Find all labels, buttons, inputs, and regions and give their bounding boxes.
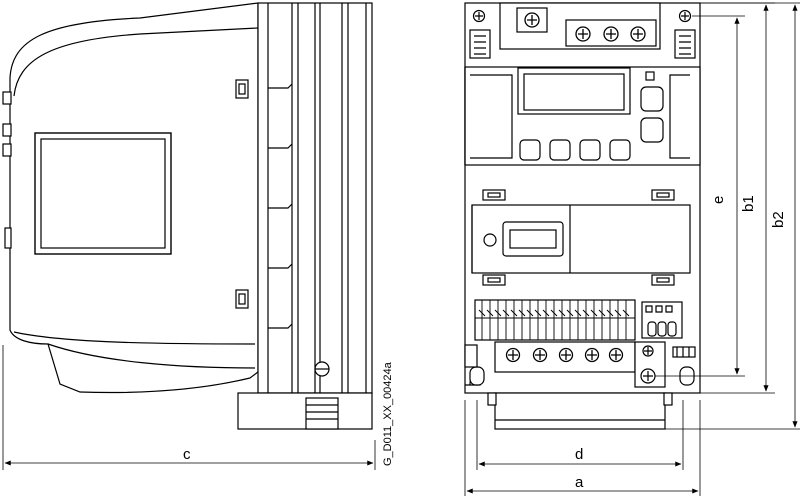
- front-view: [464, 2, 800, 496]
- power-terminal-screws: [505, 347, 624, 363]
- side-view: [2, 2, 376, 470]
- control-terminal-strip: [474, 299, 636, 341]
- top-terminal-screws: [524, 12, 646, 42]
- panel-button-4: [549, 139, 571, 161]
- drawing-id-label: G_D011_XX_00424a: [382, 361, 394, 466]
- side-display-window: [34, 132, 172, 255]
- panel-button-5: [579, 139, 601, 161]
- dim-label-e: e: [710, 196, 727, 204]
- dim-label-a: a: [575, 474, 584, 491]
- control-terminals: [475, 300, 635, 340]
- dim-label-d: d: [575, 446, 583, 463]
- dim-label-b2: b2: [770, 211, 787, 228]
- dim-label-c: c: [183, 446, 191, 463]
- power-terminal-block: [494, 341, 636, 373]
- front-top-left-screw-icon: [472, 9, 486, 23]
- side-connector: [237, 392, 373, 430]
- front-connector: [494, 392, 666, 430]
- panel-button-1: [640, 86, 664, 112]
- panel-button-6: [609, 139, 631, 161]
- operator-display: [517, 67, 631, 115]
- panel-button-3: [519, 139, 541, 161]
- panel-button-2: [640, 117, 664, 143]
- front-top-right-screw-icon: [678, 9, 692, 23]
- dim-label-b1: b1: [740, 195, 757, 212]
